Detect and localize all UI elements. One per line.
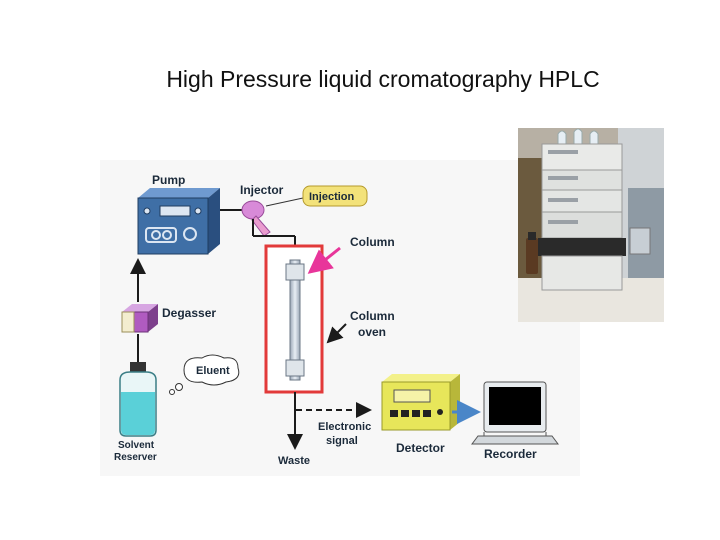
- pump: [137, 188, 220, 255]
- hplc-instrument-photo: [518, 128, 664, 322]
- electronic-signal-label-2: signal: [326, 435, 358, 447]
- solvent-reservoir: [119, 362, 157, 437]
- electronic-signal-label-1: Electronic: [318, 421, 371, 433]
- degasser-label: Degasser: [162, 306, 216, 320]
- solvent-label-2: Reserver: [114, 452, 157, 463]
- eluent-callout: [169, 354, 240, 395]
- column-pointer-arrow: [307, 246, 341, 274]
- injection-label: Injection: [309, 191, 355, 203]
- injector: [241, 200, 271, 237]
- page-title: High Pressure liquid cromatography HPLC: [166, 66, 600, 92]
- detector-label: Detector: [396, 441, 445, 455]
- column-oven-label-1: Column: [350, 309, 395, 323]
- degasser: [121, 304, 158, 333]
- column-oven-pointer-arrow: [326, 323, 347, 344]
- recorder-label: Recorder: [484, 447, 537, 461]
- detector: [381, 374, 460, 431]
- recorder: [471, 381, 559, 445]
- injector-label: Injector: [240, 183, 284, 197]
- injection-callout: [265, 185, 368, 207]
- column-label: Column: [350, 235, 395, 249]
- waste-label: Waste: [278, 455, 310, 467]
- column-oven-label-2: oven: [358, 325, 386, 339]
- pump-label: Pump: [152, 173, 185, 187]
- eluent-label: Eluent: [196, 365, 230, 377]
- column: [285, 259, 305, 381]
- solvent-label-1: Solvent: [118, 440, 155, 451]
- hplc-schematic-diagram: Pump Injector Injection Column Column ov…: [100, 160, 580, 476]
